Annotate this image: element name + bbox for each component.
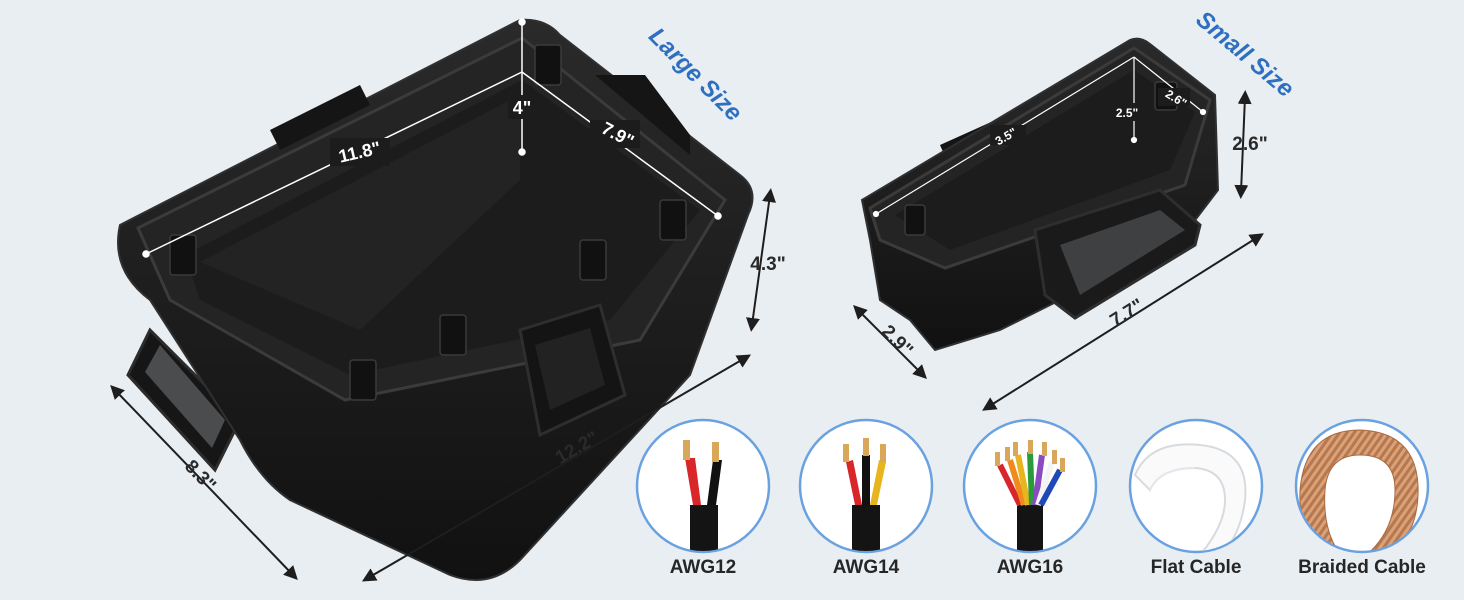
cable-label: Flat Cable: [1151, 557, 1242, 578]
braided-cable-icon: [1299, 429, 1419, 551]
cable-item-awg16: AWG16: [962, 418, 1098, 578]
cable-item-flat-cable: Flat Cable: [1128, 418, 1264, 578]
small-junction-box: 3.5" 2.5" 2.6" 2.6" 7.7" 2.9" Small Size: [853, 6, 1299, 411]
multi-core-cable-icon: [995, 440, 1065, 551]
cable-item-awg12: AWG12: [635, 418, 771, 578]
large-junction-box: 11.8" 7.9" 4" 4.3" 12.2" 8.3" Large Size: [110, 18, 786, 582]
cable-item-braided-cable: Braided Cable: [1294, 418, 1430, 578]
flat-cable-icon: [1133, 443, 1247, 551]
small-outer-height: 2.6": [1232, 134, 1267, 155]
cable-compatibility-row: AWG12 AWG14: [635, 418, 1430, 578]
large-outer-height: 4.3": [750, 254, 785, 275]
cable-label: Braided Cable: [1298, 557, 1426, 578]
two-core-cable-icon: [683, 440, 722, 551]
three-core-cable-icon: [843, 438, 886, 551]
cable-label: AWG14: [833, 557, 900, 578]
large-inner-depth: 4": [513, 98, 532, 118]
cable-item-awg14: AWG14: [798, 418, 934, 578]
cable-label: AWG12: [670, 557, 737, 578]
small-outer-width: 2.9": [877, 321, 917, 361]
small-outer-length: 7.7": [1107, 295, 1148, 332]
small-inner-depth: 2.5": [1116, 106, 1138, 120]
cable-label: AWG16: [997, 557, 1064, 578]
